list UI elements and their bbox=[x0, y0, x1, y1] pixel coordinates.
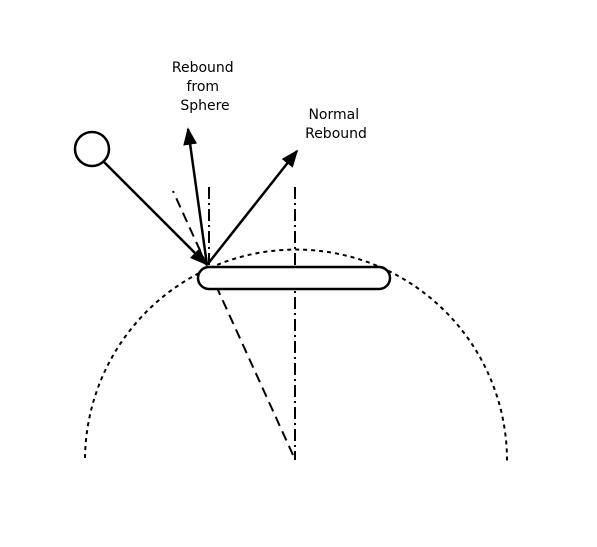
rebound-sphere-line-1: Rebound bbox=[172, 60, 234, 76]
normal-rebound-line-1: Normal bbox=[308, 107, 359, 123]
rebound-from-sphere-label: Rebound from Sphere bbox=[172, 60, 238, 114]
normal-rebound-arrow bbox=[206, 149, 299, 266]
rebound-sphere-line-2: from bbox=[186, 79, 219, 95]
rebound-sphere-line-3: Sphere bbox=[180, 98, 229, 114]
sphere-radius-line bbox=[172, 190, 294, 456]
normal-rebound-label: Normal Rebound bbox=[305, 107, 367, 142]
rebound-from-sphere-arrow bbox=[183, 127, 209, 266]
normal-rebound-line-2: Rebound bbox=[305, 126, 367, 142]
ball bbox=[73, 130, 111, 168]
sphere-arc bbox=[84, 248, 509, 464]
incident-trajectory-arrow bbox=[103, 161, 208, 266]
flat-plate bbox=[196, 265, 392, 291]
